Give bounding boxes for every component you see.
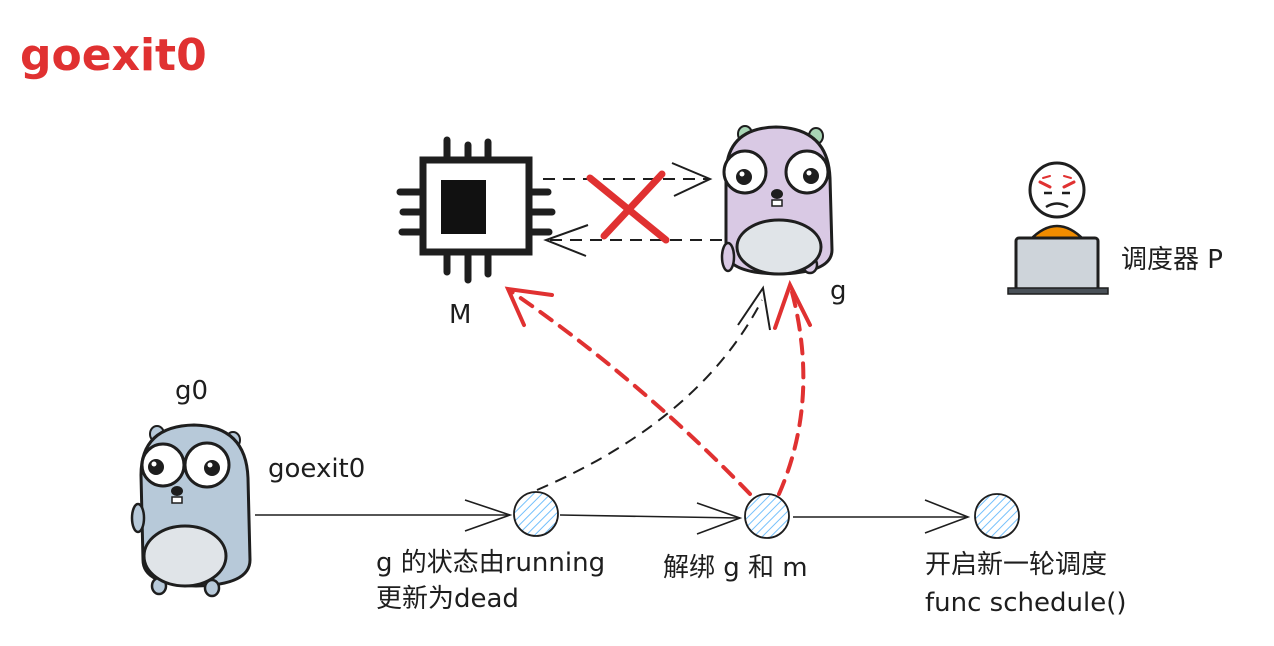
label-goexit0-call: goexit0 xyxy=(268,454,366,484)
cpu-chip-icon xyxy=(396,136,556,284)
gopher-icon xyxy=(130,423,252,598)
cross-icon xyxy=(586,170,670,244)
label-step1-line2: 更新为dead xyxy=(376,584,519,614)
label-g: g xyxy=(830,276,847,306)
label-step2: 解绑 g 和 m xyxy=(663,553,808,583)
gopher-icon xyxy=(720,125,834,276)
label-g0: g0 xyxy=(175,376,209,406)
link-node1-to-g xyxy=(536,285,771,491)
step-node-3 xyxy=(974,493,1020,539)
label-scheduler-p: 调度器 P xyxy=(1121,245,1223,275)
label-step3-line1: 开启新一轮调度 xyxy=(925,550,1108,580)
link-m-to-g xyxy=(543,162,713,197)
link-node2-to-g xyxy=(773,279,812,496)
timeline xyxy=(255,499,971,535)
step-node-2 xyxy=(744,493,790,539)
page-title: goexit0 xyxy=(20,30,207,81)
label-step1-line1: g 的状态由running xyxy=(376,548,606,578)
step-node-1 xyxy=(513,491,559,537)
label-m: M xyxy=(449,300,472,330)
link-node2-to-m xyxy=(504,286,752,496)
angry-person-laptop-icon xyxy=(1007,161,1109,295)
link-g-to-m xyxy=(543,224,722,257)
label-step3-line2: func schedule() xyxy=(925,588,1127,618)
